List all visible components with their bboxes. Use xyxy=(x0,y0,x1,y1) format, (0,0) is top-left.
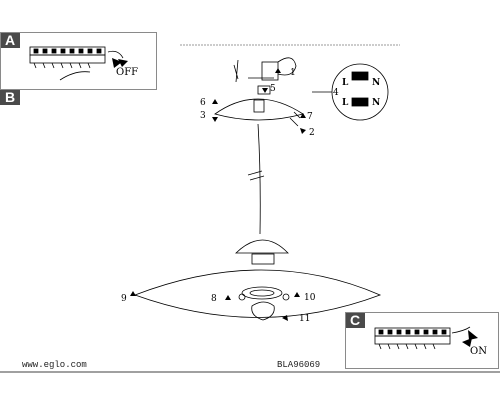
callout-4: 4 xyxy=(333,88,339,98)
terminal-n-bottom: N xyxy=(372,98,381,108)
switch-on-label: ON xyxy=(470,346,487,357)
callout-6: 6 xyxy=(200,98,206,108)
callout-7: 7 xyxy=(307,112,313,122)
callout-9: 9 xyxy=(121,294,127,304)
section-a-badge: A xyxy=(0,32,20,48)
callout-1: 1 xyxy=(290,68,296,78)
footer-model-number: BLA96069 xyxy=(277,360,321,370)
lamp-shade xyxy=(133,269,382,318)
canopy xyxy=(214,98,304,127)
leader-arrows xyxy=(130,68,306,321)
terminal-l-top: L xyxy=(342,78,349,88)
terminal-l-bottom: L xyxy=(342,98,349,108)
bulb xyxy=(251,301,275,321)
callout-11: 11 xyxy=(299,314,311,324)
switch-off-icon xyxy=(112,58,122,68)
inset-frame-a xyxy=(0,32,157,90)
callout-2: 2 xyxy=(309,128,315,138)
footer-website: www.eglo.com xyxy=(22,360,87,370)
callout-3: 3 xyxy=(200,111,206,121)
section-c-badge: C xyxy=(345,312,365,328)
switch-on-icon xyxy=(462,338,472,347)
lamp-socket xyxy=(235,239,289,265)
suspension-cable xyxy=(247,123,265,235)
terminal-connector-detail xyxy=(312,63,389,121)
terminal-block-c xyxy=(374,326,471,350)
terminal-block-a xyxy=(29,46,124,81)
switch-off-label: OFF xyxy=(116,67,139,78)
inset-frame-c xyxy=(345,312,499,369)
terminal-n-top: N xyxy=(372,78,381,88)
callout-8: 8 xyxy=(211,294,217,304)
callout-10: 10 xyxy=(304,293,316,303)
callout-5: 5 xyxy=(270,84,276,94)
section-b-badge: B xyxy=(0,89,20,105)
